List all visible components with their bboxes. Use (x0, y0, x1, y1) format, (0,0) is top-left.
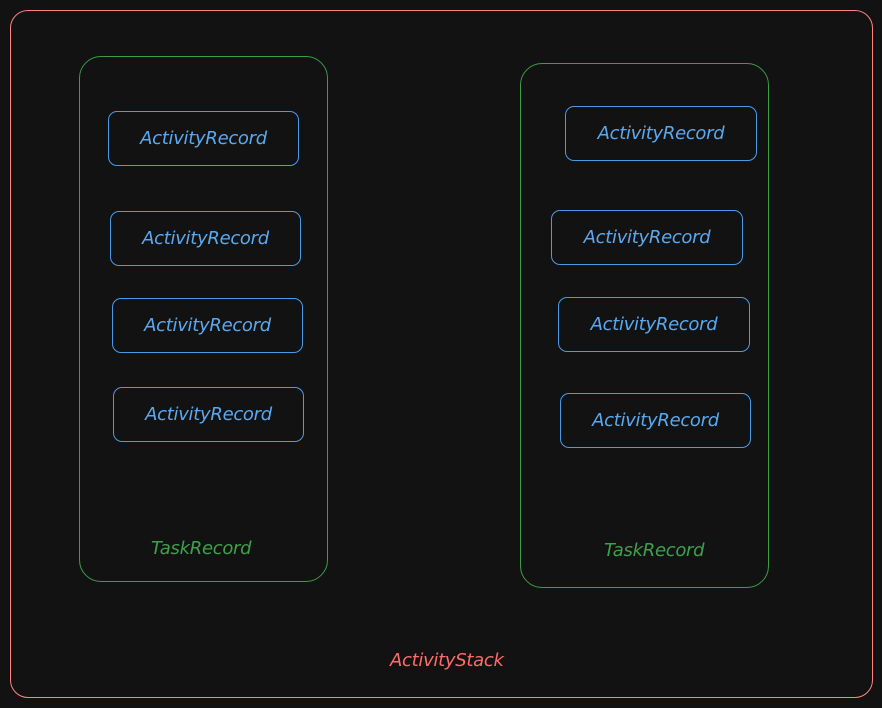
activity-record-box: ActivityRecord (113, 387, 304, 442)
activity-record-box: ActivityRecord (565, 106, 757, 161)
task-record-label: TaskRecord (604, 540, 705, 561)
activity-record-box: ActivityRecord (112, 298, 303, 353)
task-record-box (520, 63, 769, 588)
activity-record-label: ActivityRecord (590, 314, 718, 335)
activity-record-box: ActivityRecord (558, 297, 750, 352)
task-record-box (79, 56, 328, 582)
task-record-label: TaskRecord (151, 538, 252, 559)
activity-record-label: ActivityRecord (592, 410, 719, 431)
activity-record-box: ActivityRecord (551, 210, 743, 265)
activity-stack-box (10, 10, 873, 698)
activity-record-label: ActivityRecord (144, 315, 271, 336)
activity-record-box: ActivityRecord (108, 111, 299, 166)
activity-record-label: ActivityRecord (142, 228, 269, 249)
activity-record-box: ActivityRecord (110, 211, 301, 266)
activity-record-label: ActivityRecord (597, 123, 725, 144)
activity-stack-label: ActivityStack (390, 650, 504, 671)
activity-record-label: ActivityRecord (145, 404, 272, 425)
activity-record-box: ActivityRecord (560, 393, 751, 448)
activity-record-label: ActivityRecord (140, 128, 267, 149)
activity-record-label: ActivityRecord (583, 227, 711, 248)
